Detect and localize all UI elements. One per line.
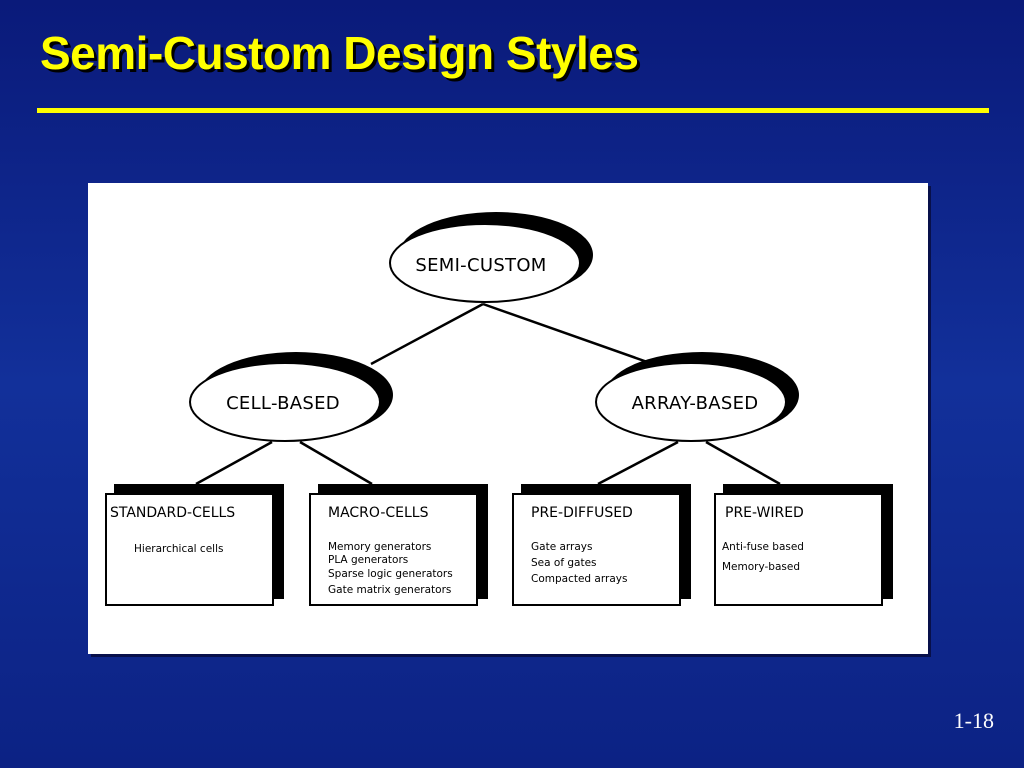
node-ellipse bbox=[189, 362, 381, 442]
connector-array-prewired bbox=[705, 440, 781, 486]
box-item: Anti-fuse based bbox=[722, 541, 804, 553]
box-item: Compacted arrays bbox=[531, 573, 627, 585]
diagram-panel: SEMI-CUSTOM CELL-BASED ARRAY-BASED STAND… bbox=[88, 183, 928, 654]
box-title-standard-cells: STANDARD-CELLS bbox=[110, 505, 235, 521]
box-item: Memory-based bbox=[722, 561, 800, 573]
connectors bbox=[195, 302, 781, 486]
node-label-array-based: ARRAY-BASED bbox=[632, 393, 759, 414]
connector-array-prediffused bbox=[597, 440, 679, 486]
node-label-cell-based: CELL-BASED bbox=[226, 393, 340, 414]
box-item: Hierarchical cells bbox=[134, 543, 223, 555]
box-frame bbox=[309, 493, 478, 606]
box-title-macro-cells: MACRO-CELLS bbox=[328, 505, 429, 521]
connector-root-array-based bbox=[482, 302, 654, 366]
box-standard-cells: STANDARD-CELLS Hierarchical cells bbox=[105, 484, 284, 606]
box-title-pre-wired: PRE-WIRED bbox=[725, 505, 804, 521]
box-macro-cells: MACRO-CELLS Memory generators PLA genera… bbox=[309, 484, 488, 606]
title-underline bbox=[37, 108, 989, 113]
node-cell-based: CELL-BASED bbox=[189, 352, 393, 442]
box-item: Gate arrays bbox=[531, 541, 593, 553]
box-frame bbox=[105, 493, 274, 606]
box-pre-wired: PRE-WIRED Anti-fuse based Memory-based bbox=[714, 484, 893, 606]
box-item: Sparse logic generators bbox=[328, 568, 453, 580]
box-frame bbox=[714, 493, 883, 606]
hierarchy-diagram: SEMI-CUSTOM CELL-BASED ARRAY-BASED STAND… bbox=[105, 212, 893, 606]
connector-cell-standard bbox=[195, 440, 273, 486]
box-frame bbox=[512, 493, 681, 606]
page-number: 1-18 bbox=[953, 708, 994, 733]
slide-title: Semi-Custom Design Styles bbox=[40, 27, 639, 79]
box-item: Gate matrix generators bbox=[328, 584, 451, 596]
box-item: PLA generators bbox=[328, 554, 408, 566]
connector-cell-macro bbox=[299, 440, 373, 486]
node-ellipse bbox=[389, 223, 581, 303]
box-item: Memory generators bbox=[328, 541, 431, 553]
box-pre-diffused: PRE-DIFFUSED Gate arrays Sea of gates Co… bbox=[512, 484, 691, 606]
connector-root-cell-based bbox=[370, 302, 484, 366]
node-label-semi-custom: SEMI-CUSTOM bbox=[415, 255, 546, 276]
node-ellipse bbox=[595, 362, 787, 442]
box-title-pre-diffused: PRE-DIFFUSED bbox=[531, 505, 633, 521]
node-array-based: ARRAY-BASED bbox=[595, 352, 799, 442]
box-item: Sea of gates bbox=[531, 557, 597, 569]
node-semi-custom: SEMI-CUSTOM bbox=[389, 212, 593, 303]
